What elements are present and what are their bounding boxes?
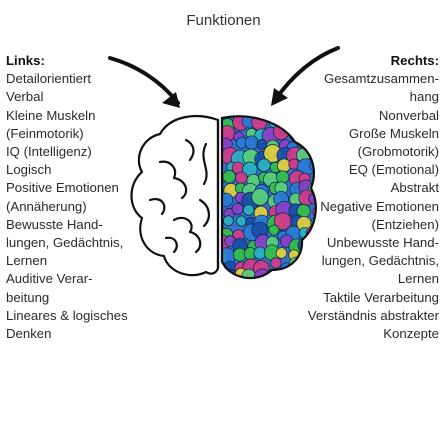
- bubble-decoration: [244, 135, 259, 150]
- bubble-decoration: [222, 215, 234, 227]
- left-hemisphere-list: Links: Detailorientiert Verbal Kleine Mu…: [6, 52, 171, 343]
- bubble-decoration: [255, 116, 271, 118]
- bubble-decoration: [309, 145, 316, 163]
- left-item: Auditive Verar- beitung: [6, 271, 93, 305]
- bubble-decoration: [301, 250, 316, 265]
- bubble-decoration: [309, 136, 316, 152]
- bubble-decoration: [313, 171, 316, 186]
- right-item: Abstrakt: [390, 180, 439, 196]
- right-item: EQ (Emotional): [348, 162, 439, 178]
- page-title: Funktionen: [186, 12, 261, 29]
- bubble-decoration: [311, 116, 316, 134]
- bubble-decoration: [308, 234, 316, 252]
- bubble-decoration: [241, 268, 256, 279]
- left-item: Detailorientiert: [6, 71, 92, 87]
- left-item: Logisch: [6, 162, 52, 178]
- left-item: Bewusste Hand- lungen, Gedächtnis, Lerne…: [6, 216, 124, 269]
- bubble-decoration: [257, 158, 271, 172]
- right-heading: Rechts:: [390, 53, 439, 68]
- right-item: Unbewusste Hand- lungen, Gedächtnis, Ler…: [321, 235, 439, 287]
- bubble-decoration: [275, 247, 288, 259]
- bubble-decoration: [222, 169, 237, 184]
- right-hemisphere-icon: [220, 115, 317, 280]
- bubble-decoration: [311, 265, 316, 279]
- bubble-decoration: [295, 116, 314, 134]
- bubble-decoration: [222, 116, 224, 119]
- bubble-decoration: [298, 125, 310, 137]
- left-item: IQ (Intelligenz): [6, 144, 92, 160]
- right-item: Gesamtzusammen- hang: [323, 71, 439, 105]
- bubble-decoration: [231, 202, 244, 215]
- right-item: Taktile Verarbeitung: [323, 289, 439, 305]
- bubble-decoration: [311, 116, 316, 117]
- bubble-decoration: [268, 224, 280, 236]
- bubble-decoration: [308, 243, 316, 262]
- bubble-decoration: [222, 202, 223, 217]
- arrow-right-icon: [271, 46, 340, 106]
- bubble-decoration: [251, 188, 269, 206]
- bubble-decoration: [222, 269, 226, 279]
- right-item: Negative Emotionen (Entziehen): [320, 198, 439, 232]
- bubble-decoration: [286, 272, 301, 279]
- right-item: Verständnis abstrakter Konzepte: [307, 307, 439, 342]
- left-hemisphere-icon: [130, 114, 220, 277]
- right-hemisphere-list: Rechts: Gesamtzusammen- hang Nonverbal G…: [269, 52, 439, 343]
- left-heading: Links:: [6, 53, 45, 68]
- bubble-decoration: [235, 215, 247, 227]
- arrow-left-icon: [108, 56, 180, 108]
- bubble-decoration: [235, 171, 248, 185]
- bubble-decoration: [242, 204, 255, 216]
- left-item: Kleine Muskeln (Feinmotorik): [6, 107, 96, 141]
- right-item: Große Muskeln (Grobmotorik): [348, 125, 439, 160]
- bubble-decoration: [306, 259, 316, 277]
- bubble-decoration: [270, 257, 282, 269]
- left-item: Lineares & logisches Denken: [6, 307, 128, 342]
- right-item: Nonverbal: [378, 107, 439, 123]
- bubble-decoration: [272, 116, 291, 121]
- bubble-decoration: [308, 127, 316, 145]
- bubble-decoration: [296, 116, 312, 123]
- bubble-decoration: [300, 272, 314, 279]
- bubble-decoration: [285, 116, 302, 130]
- left-item: Positive Emotionen (Annäherung): [6, 180, 119, 214]
- bubble-decoration: [244, 116, 260, 117]
- bubble-decoration: [286, 116, 303, 121]
- left-item: Verbal: [6, 89, 44, 105]
- bubble-decoration: [222, 160, 223, 174]
- bubble-decoration: [261, 116, 281, 119]
